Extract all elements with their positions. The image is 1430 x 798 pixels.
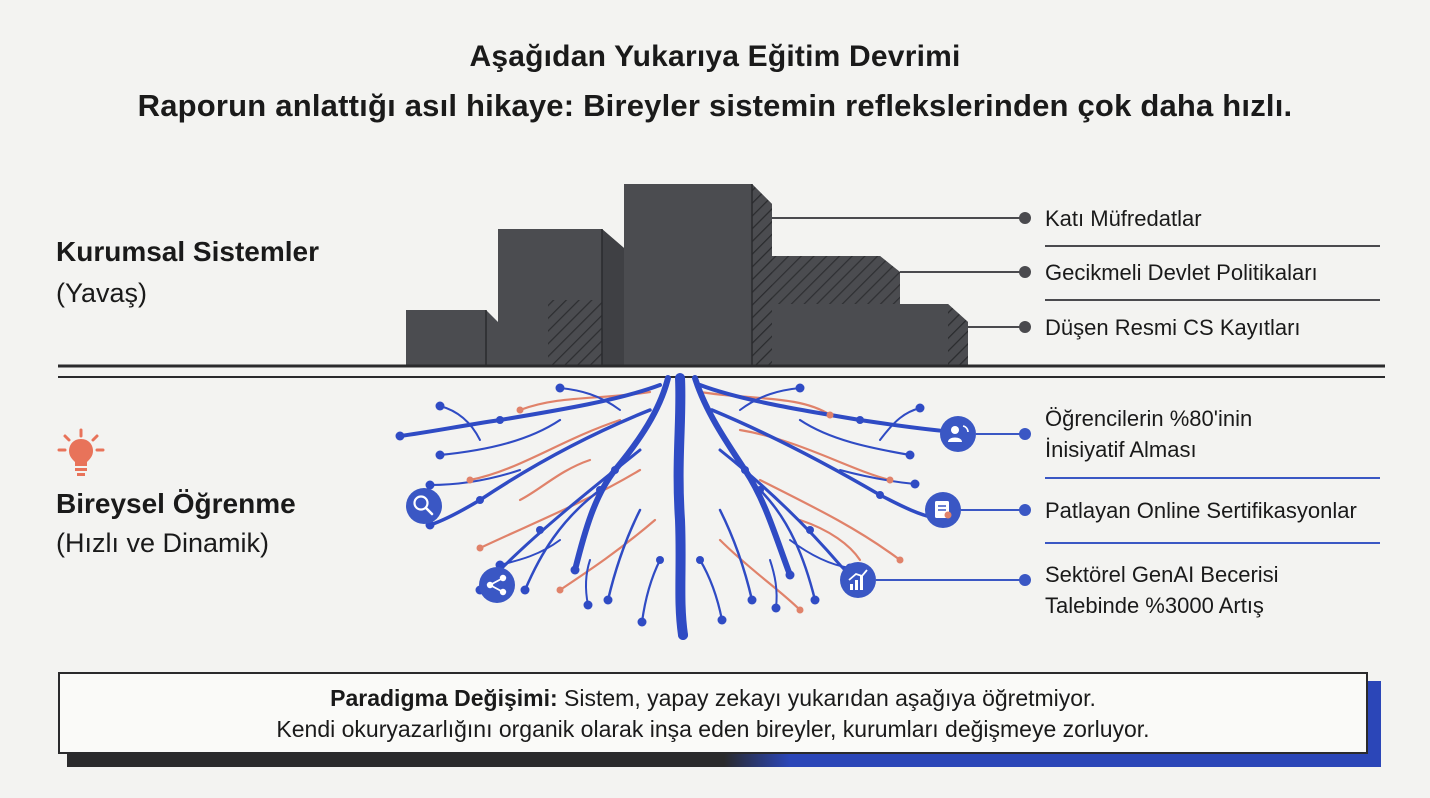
lightbulb-icon xyxy=(57,428,105,476)
institution-item-enrollments: Düşen Resmi CS Kayıtları xyxy=(1045,315,1301,340)
individual-item-students-line2: İnisiyatif Alması xyxy=(1045,437,1197,462)
institutional-subtitle: (Yavaş) xyxy=(56,278,148,308)
user-refresh-icon xyxy=(940,416,976,452)
individual-subtitle: (Hızlı ve Dinamik) xyxy=(56,528,270,558)
share-icon xyxy=(479,567,515,603)
institution-item-curricula: Katı Müfredatlar xyxy=(1045,206,1202,231)
page-subtitle: Raporun anlattığı asıl hikaye: Bireyler … xyxy=(137,88,1293,123)
individual-item-certifications: Patlayan Online Sertifikasyonlar xyxy=(1045,495,1357,526)
paradigm-label: Paradigma Değişimi: xyxy=(330,685,558,711)
search-icon xyxy=(406,488,442,524)
individual-item-genai-line2: Talebinde %3000 Artış xyxy=(1045,593,1264,618)
roots-diagram xyxy=(58,184,1385,640)
individual-item-students: Öğrencilerin %80'inin İnisiyatif Alması xyxy=(1045,403,1252,465)
individual-item-genai: Sektörel GenAI Becerisi Talebinde %3000 … xyxy=(1045,559,1279,621)
institution-item-policies: Gecikmeli Devlet Politikaları xyxy=(1045,260,1318,285)
individual-item-certifications-line1: Patlayan Online Sertifikasyonlar xyxy=(1045,498,1357,523)
individual-title: Bireysel Öğrenme xyxy=(56,488,296,519)
paradigm-text-line2: Kendi okuryazarlığını organik olarak inş… xyxy=(276,716,1150,742)
chart-growth-icon xyxy=(840,562,876,598)
page-title: Aşağıdan Yukarıya Eğitim Devrimi xyxy=(469,40,961,73)
institutional-title: Kurumsal Sistemler xyxy=(56,236,319,267)
individual-item-students-line1: Öğrencilerin %80'inin xyxy=(1045,406,1253,431)
institution-buildings xyxy=(406,184,968,365)
paradigm-text-line1: Sistem, yapay zekayı yukarıdan aşağıya ö… xyxy=(557,685,1096,711)
certificate-icon xyxy=(925,492,961,528)
paradigm-box: Paradigma Değişimi: Sistem, yapay zekayı… xyxy=(58,672,1368,754)
individual-item-genai-line1: Sektörel GenAI Becerisi xyxy=(1045,562,1279,587)
